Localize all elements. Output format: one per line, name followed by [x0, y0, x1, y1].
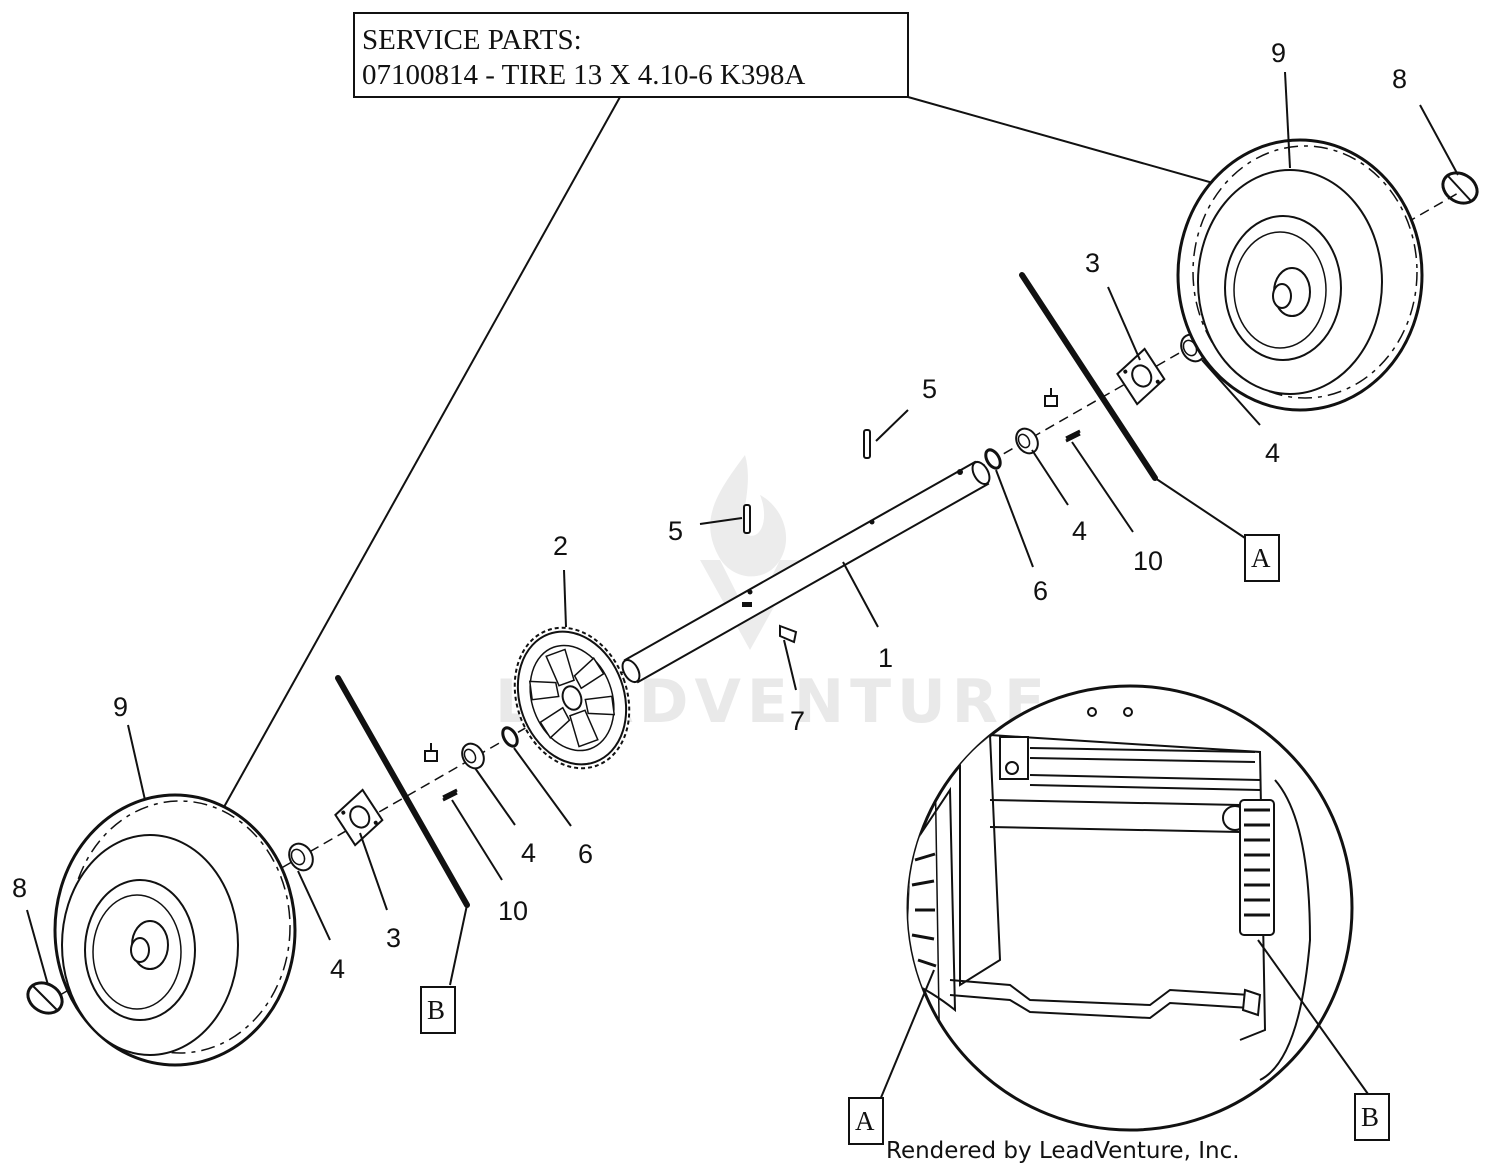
axle-shaft	[621, 460, 991, 684]
leader-box-left-tire	[199, 96, 621, 851]
callout-key-upper: 5	[922, 374, 937, 404]
view-label-a-main: A	[1244, 534, 1280, 582]
leader-box-right-tire	[907, 96, 1246, 193]
pin-right	[1065, 429, 1081, 443]
callout-leaders	[26, 71, 1459, 986]
callout-pin-right: 10	[1133, 546, 1163, 576]
flange-bearing-left	[334, 788, 384, 847]
bearing-mid-left	[461, 742, 485, 770]
view-label-a-detail: A	[848, 1097, 884, 1145]
callout-flange-right: 3	[1085, 248, 1100, 278]
callout-clip-right: 8	[1392, 64, 1407, 94]
bolt-left	[424, 743, 438, 762]
callout-washer-right: 6	[1033, 576, 1048, 606]
callout-bearing-mid-left: 4	[521, 838, 536, 868]
leader-detail-a	[879, 969, 935, 1101]
watermark-flame-icon	[710, 455, 787, 577]
callout-bearing-left: 4	[330, 954, 345, 984]
key-upper	[863, 429, 871, 459]
tire-left	[53, 793, 297, 1067]
callout-pin-left: 10	[498, 896, 528, 926]
svg-text:B: B	[427, 995, 445, 1025]
callout-key-lower: 5	[668, 516, 683, 546]
view-label-b-detail: B	[1354, 1093, 1390, 1141]
detail-inset	[906, 684, 1354, 1132]
washer-right	[984, 448, 1002, 470]
svg-text:B: B	[1361, 1102, 1379, 1132]
bearing-mid-right	[1015, 427, 1039, 455]
rod-left	[335, 675, 470, 908]
service-parts-box: SERVICE PARTS: 07100814 - TIRE 13 X 4.10…	[353, 12, 909, 98]
callout-axle: 1	[878, 643, 893, 673]
clip-pin-left	[26, 981, 64, 1015]
clip-pin-right	[1441, 171, 1479, 205]
credit-text: Rendered by LeadVenture, Inc.	[886, 1138, 1240, 1164]
view-label-b-main: B	[420, 986, 456, 1034]
callout-bearing-right: 4	[1265, 438, 1280, 468]
drive-gear	[513, 626, 631, 770]
pin-left	[442, 788, 458, 802]
callout-tire-right: 9	[1271, 38, 1286, 68]
callout-flange-left: 3	[386, 923, 401, 953]
callout-woodruff-key: 7	[790, 706, 805, 736]
callout-washer-left: 6	[578, 839, 593, 869]
callout-gear: 2	[553, 531, 568, 561]
woodruff-key	[779, 624, 798, 644]
callout-tire-left: 9	[113, 692, 128, 722]
leader-detail-b	[1257, 939, 1369, 1095]
svg-text:A: A	[855, 1106, 875, 1136]
flange-bearing-right	[1116, 347, 1166, 406]
rod-right	[1019, 272, 1158, 481]
bearing-left	[288, 842, 314, 872]
callout-bearing-mid-right: 4	[1072, 516, 1087, 546]
key-lower	[743, 504, 751, 534]
washer-left	[501, 726, 519, 748]
svg-text:A: A	[1251, 543, 1271, 573]
service-parts-title: SERVICE PARTS:	[362, 24, 582, 56]
service-parts-item: 07100814 - TIRE 13 X 4.10-6 K398A	[362, 59, 805, 91]
bolt-right	[1044, 388, 1058, 407]
callout-clip-left: 8	[12, 873, 27, 903]
tire-right	[1176, 138, 1424, 412]
